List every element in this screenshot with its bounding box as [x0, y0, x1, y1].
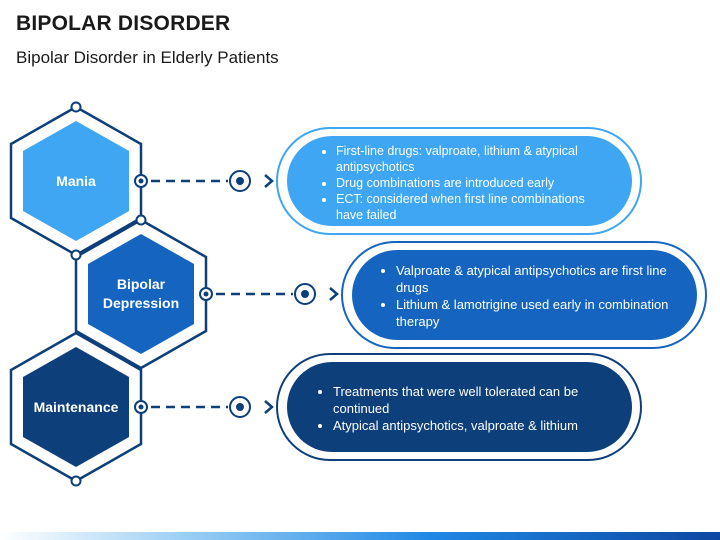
hex-label-depression: Bipolar Depression: [102, 276, 180, 311]
bullet-list-mania: First-line drugs: valproate, lithium & a…: [318, 143, 608, 223]
bullet-item: Drug combinations are introduced early: [336, 175, 608, 191]
page-subtitle: Bipolar Disorder in Elderly Patients: [16, 48, 279, 67]
pill-fill-depression: [352, 250, 697, 340]
bullet-list-depression: Valproate & atypical antipsychotics are …: [378, 262, 678, 330]
pill-text-mania: First-line drugs: valproate, lithium & a…: [318, 143, 608, 223]
vertex-dot: [135, 214, 147, 226]
bullet-list-maintenance: Treatments that were well tolerated can …: [315, 383, 605, 434]
bullet-item: First-line drugs: valproate, lithium & a…: [336, 143, 608, 175]
pill-fill-maintenance: [287, 362, 632, 452]
vertex-dot: [70, 101, 82, 113]
connector-depression: [199, 283, 339, 305]
pill-text-maintenance: Treatments that were well tolerated can …: [315, 383, 605, 434]
pill-outline-maintenance: [276, 353, 642, 461]
hex-label-mania: Mania: [56, 172, 96, 189]
pill-fill-mania: [287, 136, 632, 226]
pill-outline-mania: [276, 127, 642, 235]
hex-label-maintenance: Maintenance: [33, 398, 119, 415]
bullet-item: ECT: considered when first line combinat…: [336, 191, 608, 223]
pill-outline-depression: [341, 241, 707, 349]
bullet-item: Valproate & atypical antipsychotics are …: [396, 262, 678, 296]
vertex-dot: [70, 475, 82, 487]
hex-fill-depression: [88, 234, 194, 354]
bullet-item: Treatments that were well tolerated can …: [333, 383, 605, 417]
bottom-accent-bar: [0, 532, 720, 540]
hex-fill-maintenance: [23, 347, 129, 467]
bullet-item: Lithium & lamotrigine used early in comb…: [396, 296, 678, 330]
hex-fill-mania: [23, 121, 129, 241]
page-title: BIPOLAR DISORDER: [16, 12, 231, 35]
bullet-item: Atypical antipsychotics, valproate & lit…: [333, 417, 605, 434]
connector-maintenance: [134, 396, 274, 418]
connector-mania: [134, 170, 274, 192]
pill-text-depression: Valproate & atypical antipsychotics are …: [378, 262, 678, 330]
vertex-dot: [70, 249, 82, 261]
